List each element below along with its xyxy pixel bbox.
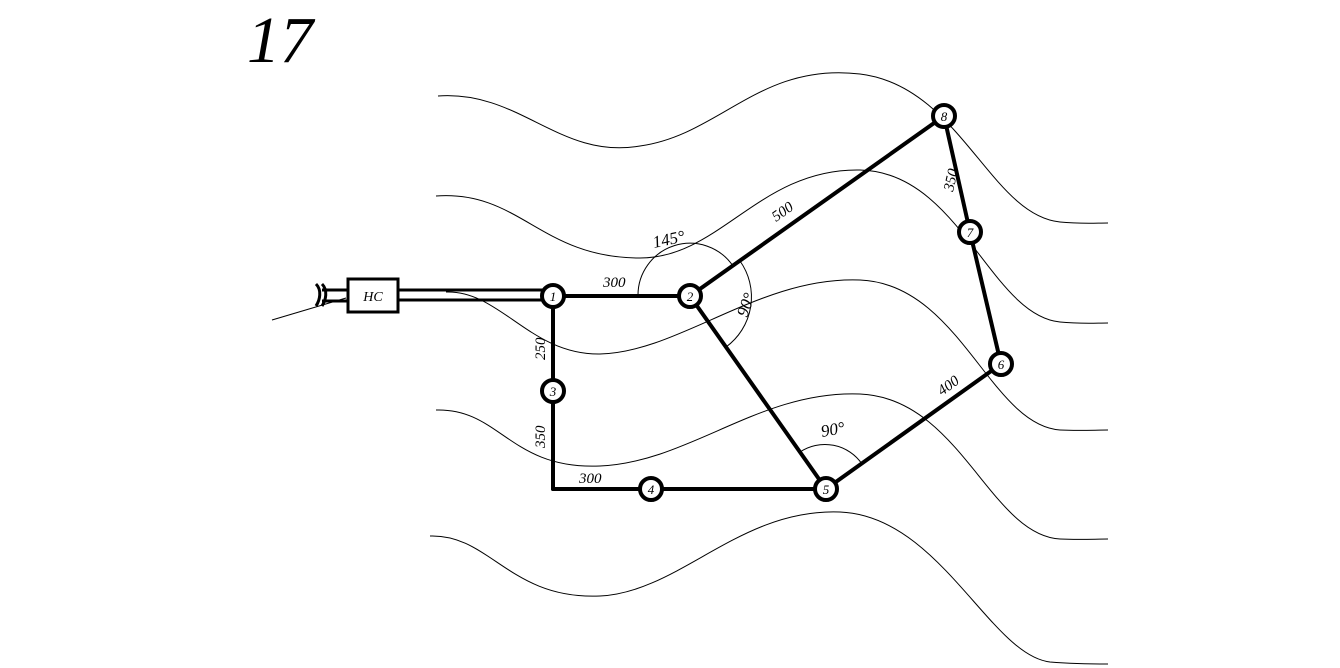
- angle-arc-90-node-5: [799, 443, 863, 465]
- pipe-segment-2-8: [688, 114, 946, 298]
- contour-line-3: [445, 279, 1109, 431]
- node-4-label: 4: [648, 482, 655, 497]
- contour-line-4: [435, 393, 1109, 540]
- node-3-label: 3: [549, 384, 557, 399]
- pump-station-box: [346, 277, 400, 314]
- angle-arc-145: [637, 242, 734, 297]
- node-2: 2: [677, 283, 703, 309]
- length-label-3-4: 350: [533, 425, 549, 449]
- contour-line-1: [437, 72, 1109, 224]
- node-1: 1: [540, 283, 566, 309]
- length-label-1-3: 250: [533, 337, 549, 360]
- nodes: 1 2 3 4 5 6 7 8: [540, 103, 1014, 502]
- contour-lines: [429, 72, 1109, 665]
- pipe-segment-2-5: [688, 294, 828, 491]
- node-5: 5: [813, 476, 839, 502]
- node-5-label: 5: [823, 482, 830, 497]
- length-label-8-7: 350: [941, 167, 962, 194]
- inlet: НС: [271, 277, 553, 321]
- pipe-break-icon: [314, 282, 328, 307]
- node-4: 4: [638, 476, 664, 502]
- node-2-label: 2: [687, 289, 694, 304]
- node-8: 8: [931, 103, 957, 129]
- length-labels: 300 500 350 400 250 350 300: [533, 167, 963, 487]
- pipe-segment-7-6: [968, 230, 1003, 366]
- angle-label-90-node-2: 90°: [733, 290, 759, 319]
- pipe-segment-8-7: [942, 114, 972, 234]
- angle-arc-90-node-2: [725, 260, 752, 348]
- pipe-segments: [551, 114, 1003, 491]
- angle-label-90-node-5: 90°: [819, 418, 846, 441]
- contour-line-5: [429, 511, 1109, 665]
- figure-number: 17: [247, 4, 313, 77]
- pipe-segment-6-5: [824, 362, 1003, 491]
- angle-label-145: 145°: [651, 227, 687, 252]
- node-7-label: 7: [967, 225, 974, 240]
- node-7: 7: [957, 219, 983, 245]
- angle-arcs: [637, 242, 863, 465]
- angle-labels: 145° 90° 90°: [651, 227, 846, 441]
- length-label-1-2: 300: [602, 275, 626, 291]
- pump-station-label: НС: [362, 290, 383, 305]
- length-label-4-5: 300: [578, 471, 602, 487]
- node-3: 3: [540, 378, 566, 404]
- node-1-label: 1: [550, 289, 557, 304]
- node-8-label: 8: [941, 109, 948, 124]
- node-6-label: 6: [998, 357, 1005, 372]
- contour-line-2: [435, 169, 1109, 324]
- node-6: 6: [988, 351, 1014, 377]
